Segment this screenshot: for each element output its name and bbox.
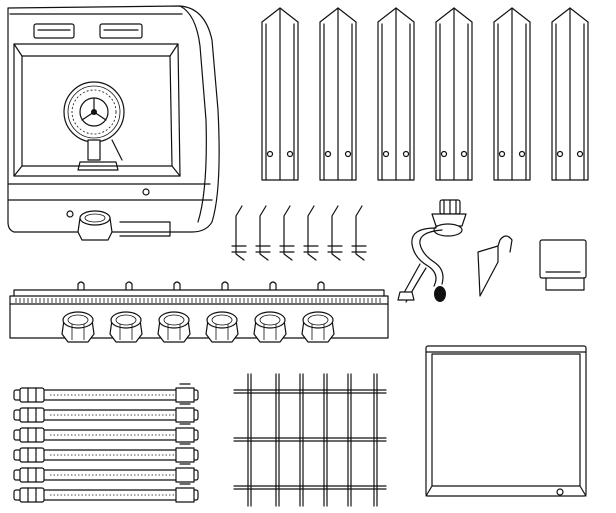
burner-tube bbox=[13, 423, 199, 443]
panel-tab bbox=[221, 281, 229, 291]
regulator-hose bbox=[397, 199, 467, 303]
control-knob bbox=[301, 311, 335, 343]
flame-tamer bbox=[493, 7, 531, 181]
drip-tray bbox=[425, 345, 587, 497]
control-panel bbox=[9, 281, 389, 343]
cooking-grate bbox=[233, 373, 387, 507]
igniter-electrodes bbox=[231, 205, 367, 261]
igniter-electrode bbox=[279, 205, 295, 261]
igniter-electrode bbox=[231, 205, 247, 261]
control-knob bbox=[61, 311, 95, 343]
panel-tab bbox=[173, 281, 181, 291]
control-knob bbox=[157, 311, 191, 343]
burner-tube bbox=[13, 403, 199, 423]
igniter-electrode bbox=[327, 205, 343, 261]
flame-tamer bbox=[261, 7, 299, 181]
flame-tamer bbox=[377, 7, 415, 181]
burner-tube bbox=[13, 463, 199, 483]
panel-tab bbox=[77, 281, 85, 291]
control-knob bbox=[205, 311, 239, 343]
control-knob bbox=[109, 311, 143, 343]
burner-tube bbox=[13, 443, 199, 463]
drip-cup bbox=[539, 239, 587, 291]
igniter-electrode bbox=[255, 205, 271, 261]
igniter-electrode bbox=[303, 205, 319, 261]
igniter-electrode bbox=[351, 205, 367, 261]
burner-tube bbox=[13, 383, 199, 403]
panel-tab bbox=[269, 281, 277, 291]
flame-tamer bbox=[319, 7, 357, 181]
control-knob bbox=[253, 311, 287, 343]
panel-tab bbox=[317, 281, 325, 291]
burner-tube bbox=[13, 483, 199, 503]
flame-tamer bbox=[435, 7, 473, 181]
panel-tab bbox=[125, 281, 133, 291]
burner-tubes bbox=[13, 383, 199, 503]
hook-bracket bbox=[477, 235, 513, 297]
flame-tamer bbox=[551, 7, 589, 181]
flame-tamers bbox=[261, 7, 589, 181]
grill-body bbox=[7, 5, 220, 241]
